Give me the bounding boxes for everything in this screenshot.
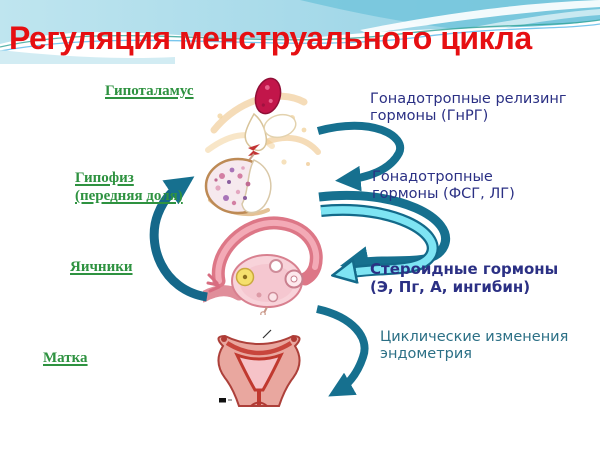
arrow-gonadotropins-dark	[318, 190, 451, 275]
ovary	[231, 254, 304, 315]
small-black-mark	[219, 398, 232, 403]
uterus-illustration	[217, 329, 301, 407]
uterine-cavity	[234, 352, 284, 407]
hypothalamus-pituitary-illustration	[204, 77, 321, 217]
label-steroid-hormones: Стероидные гормоны (Э, Пг, А, ингибин)	[370, 260, 559, 296]
decorative-wave-banner	[0, 0, 600, 64]
label-hypothalamus: Гипоталамус	[105, 83, 194, 99]
pituitary-gland	[204, 157, 272, 215]
label-ovaries: Яичники	[70, 259, 133, 275]
label-gnrh: Гонадотропные релизинг гормоны (ГнРГ)	[370, 91, 567, 125]
hypothalamus-highlight	[254, 77, 282, 115]
label-pituitary: Гипофиз (передняя доля)	[75, 170, 183, 205]
arrow-ovary-to-uterus	[316, 305, 369, 397]
label-gonadotropins: Гонадотропные гормоны (ФСГ, ЛГ)	[372, 169, 515, 203]
label-endometrium-changes: Циклические изменения эндометрия	[380, 329, 569, 363]
label-uterus: Матка	[43, 350, 88, 366]
slide-title: Регуляция менструального цикла	[9, 20, 532, 56]
ovary-fallopian-tube-illustration	[203, 216, 323, 315]
infundibulum-stalk	[244, 112, 297, 165]
